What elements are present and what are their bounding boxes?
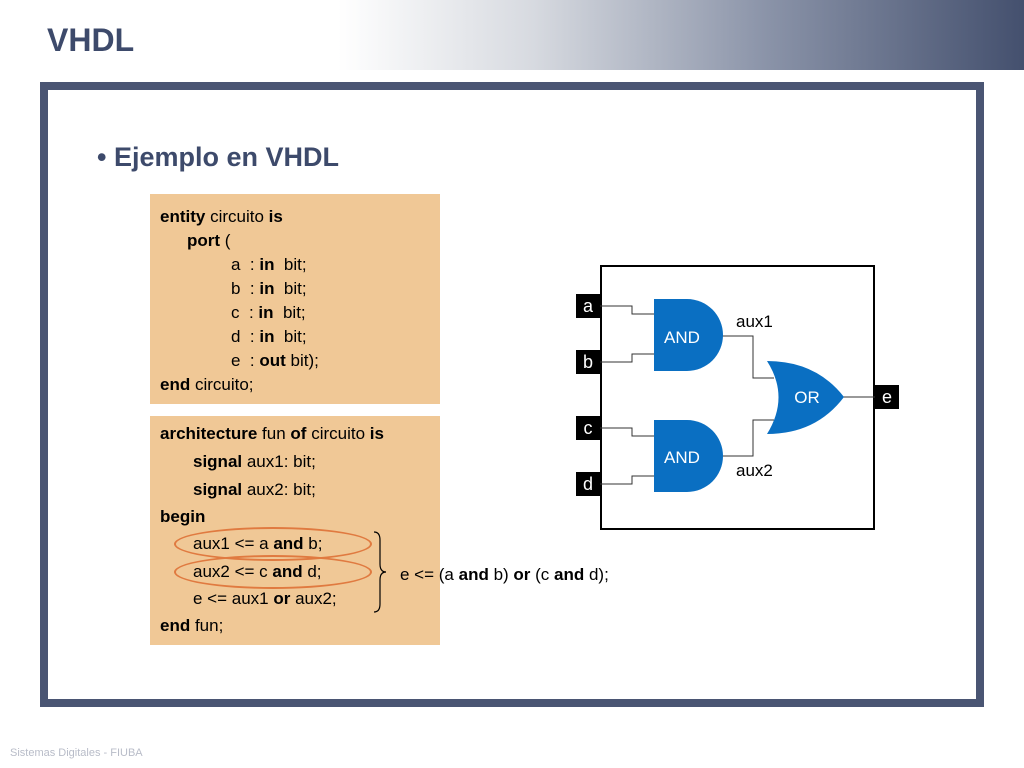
- port-b: [576, 350, 600, 374]
- code-line: b : in bit;: [231, 279, 307, 298]
- code-line: architecture fun of circuito is: [160, 424, 384, 443]
- entity-code-block: entity circuito is port ( a : in bit; b …: [150, 194, 440, 404]
- port-b-label: b: [583, 352, 593, 372]
- and-gate-2: [654, 420, 723, 492]
- code-line: end fun;: [160, 616, 224, 635]
- code-line: begin: [160, 507, 206, 526]
- code-line: signal aux1: bit;: [193, 452, 316, 471]
- wires: [598, 305, 876, 485]
- port-d-label: d: [583, 474, 593, 494]
- or-gate-label: OR: [794, 388, 820, 407]
- port-e-label: e: [882, 387, 892, 407]
- port-c: [576, 416, 600, 440]
- code-line: c : in bit;: [231, 303, 306, 322]
- and-gate-1: [654, 299, 723, 371]
- port-a: [576, 294, 600, 318]
- code-line: d : in bit;: [231, 327, 307, 346]
- code-line: entity circuito is: [160, 207, 283, 226]
- bullet-heading: • Ejemplo en VHDL: [97, 142, 339, 172]
- equivalent-expression: e <= (a and b) or (c and d);: [400, 565, 609, 584]
- and-gate-2-label: AND: [664, 448, 700, 467]
- or-gate: [767, 361, 844, 434]
- signal-aux1-label: aux1: [736, 312, 773, 331]
- signal-aux2-label: aux2: [736, 461, 773, 480]
- and-gate-1-label: AND: [664, 328, 700, 347]
- port-c-label: c: [584, 418, 593, 438]
- header-band: [0, 0, 1024, 70]
- circuit-diagram: AND AND OR aux1 aux2 a b c d e: [576, 265, 899, 530]
- code-line: e : out bit);: [231, 351, 319, 370]
- code-line: port (: [187, 231, 231, 250]
- code-line: a : in bit;: [231, 255, 307, 274]
- footer-text: Sistemas Digitales - FIUBA: [10, 747, 143, 759]
- code-line: e <= aux1 or aux2;: [193, 589, 337, 608]
- slide-title: VHDL: [47, 22, 135, 58]
- port-d: [576, 472, 600, 496]
- code-line: signal aux2: bit;: [193, 480, 316, 499]
- code-line: end circuito;: [160, 375, 254, 394]
- highlight-ellipse-aux2: [174, 555, 372, 589]
- port-a-label: a: [583, 296, 594, 316]
- curly-brace: [373, 531, 387, 613]
- port-e: [875, 385, 899, 409]
